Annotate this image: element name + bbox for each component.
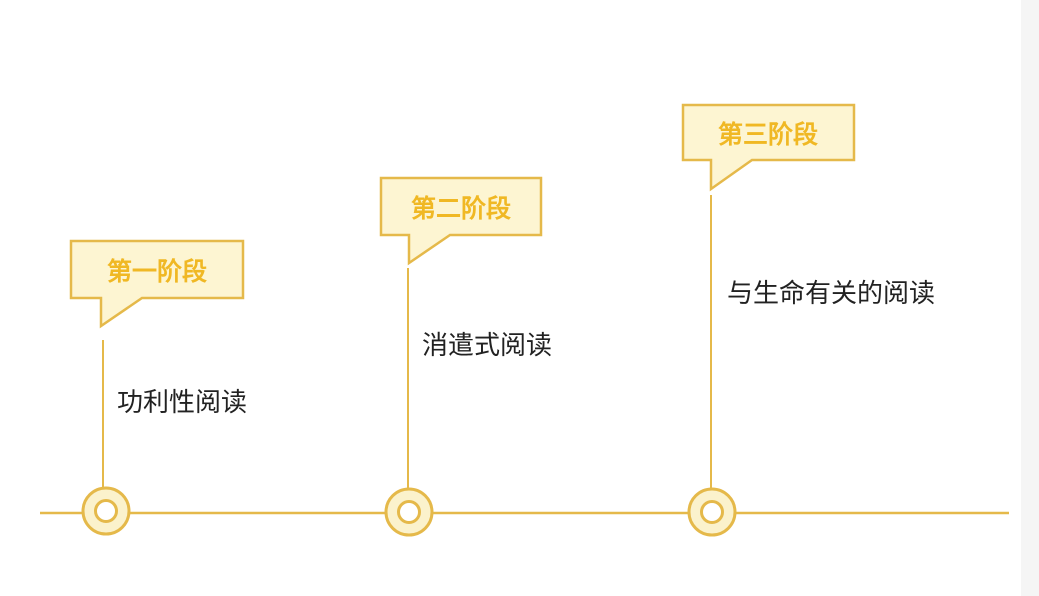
stage-2-node-inner — [397, 500, 421, 524]
stage-1-tag — [69, 239, 245, 329]
stage-3: 第三阶段 与生命有关的阅读 — [681, 103, 935, 537]
stage-3-tag — [681, 103, 856, 192]
stage-2-tag — [379, 176, 543, 266]
stage-1-description: 功利性阅读 — [117, 388, 247, 418]
right-edge-strip — [1021, 0, 1039, 596]
stage-3-node-inner — [700, 500, 724, 524]
stage-2: 第二阶段 消遣式阅读 — [379, 176, 552, 537]
stage-2-description: 消遣式阅读 — [422, 331, 552, 361]
stage-1: 第一阶段 功利性阅读 — [69, 239, 247, 536]
stage-1-node-inner — [94, 499, 118, 523]
stage-3-label: 第三阶段 — [718, 120, 818, 149]
stage-1-label: 第一阶段 — [107, 257, 207, 286]
stage-3-description: 与生命有关的阅读 — [727, 279, 935, 309]
stage-2-label: 第二阶段 — [411, 194, 511, 223]
